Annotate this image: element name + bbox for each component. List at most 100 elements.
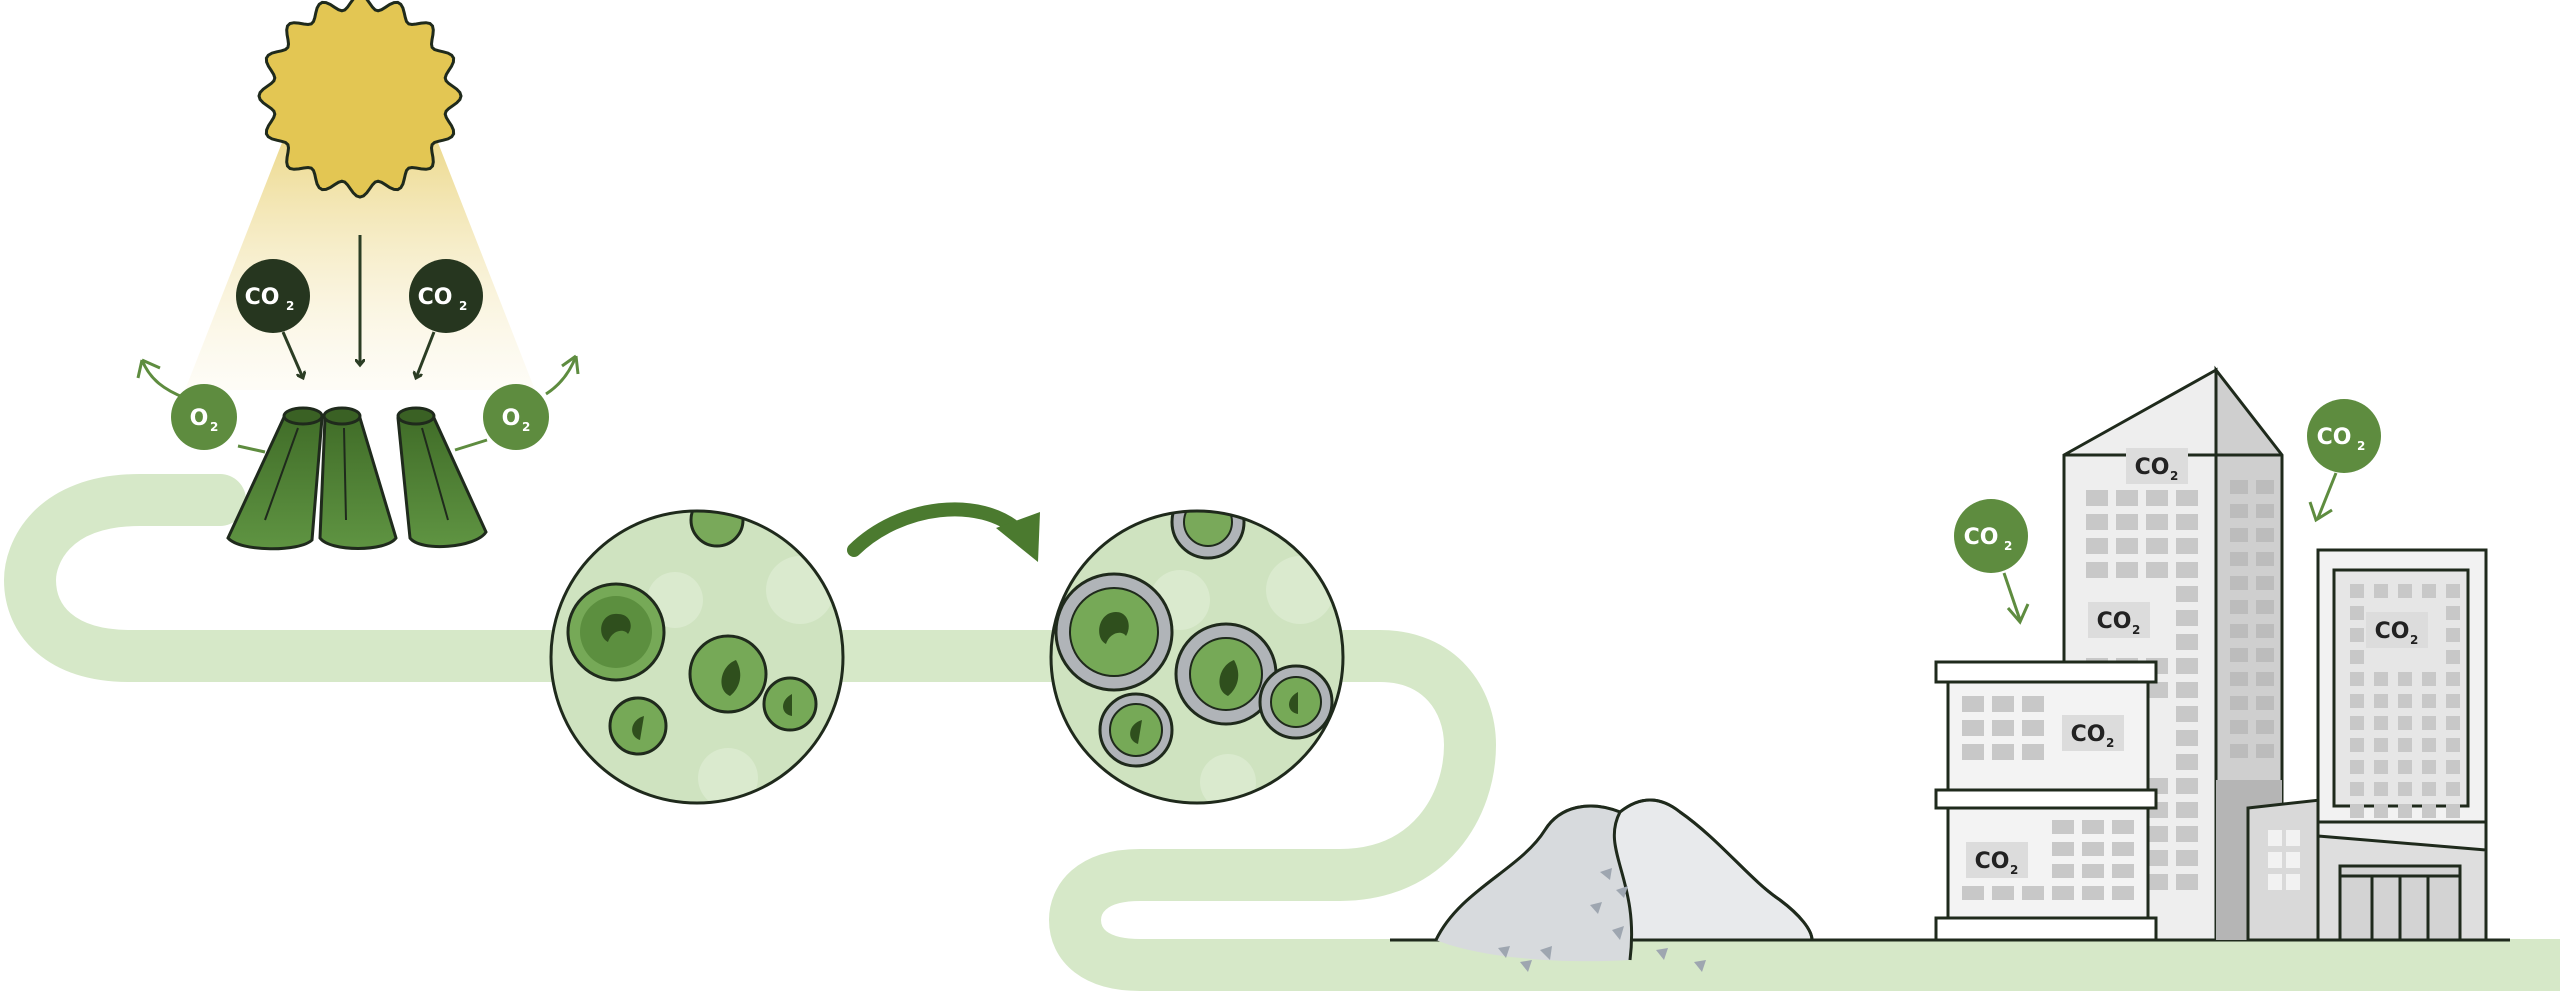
o2-bubble-right: O 2 [483,384,549,450]
window [2176,706,2198,722]
window [2256,528,2274,542]
window [2446,672,2460,686]
co2-bubble-left: CO 2 [236,259,310,333]
window [2256,624,2274,638]
co2-building-tag: CO 2 [2126,448,2188,484]
o2-subscript: 2 [210,420,218,434]
co2-arrow [281,331,303,378]
co2-label: CO [2375,619,2410,644]
window [2422,584,2436,598]
window [2398,716,2412,730]
co2-building-tag: CO 2 [2062,715,2124,751]
window [2374,760,2388,774]
window [2350,738,2364,752]
window [2176,754,2198,770]
window [2350,716,2364,730]
window [2176,730,2198,746]
window [2374,694,2388,708]
window [2116,490,2138,506]
winding-path [4,474,2560,991]
window [2176,802,2198,818]
window [2398,782,2412,796]
window [2230,696,2248,710]
window [2176,538,2198,554]
window [2112,842,2134,856]
window [2052,864,2074,878]
o2-label: O [502,406,521,431]
window [2116,562,2138,578]
window [2230,648,2248,662]
window [2116,538,2138,554]
window [2230,672,2248,686]
window [1962,744,1984,760]
window [2446,628,2460,642]
algae-cell-magnified-icon [549,509,845,805]
window [2446,760,2460,774]
building-icon [2246,798,2322,942]
co2-building-tag: CO 2 [2366,612,2428,648]
co2-subscript: 2 [2010,863,2018,877]
window [2176,850,2198,866]
window [2446,606,2460,620]
window [2176,874,2198,890]
window [2022,886,2044,900]
window [2374,716,2388,730]
window [2350,804,2364,818]
co2-bubble-building-right: CO 2 [2307,399,2381,473]
window [1992,886,2014,900]
window [2230,744,2248,758]
co2-subscript: 2 [2410,633,2418,647]
window [1962,886,1984,900]
window [2422,716,2436,730]
window [1992,696,2014,712]
window [2146,874,2168,890]
window [2230,480,2248,494]
co2-subscript: 2 [2357,439,2365,453]
window [2082,864,2104,878]
window [2052,820,2074,834]
window [2398,760,2412,774]
curved-arrow-icon [847,502,1040,562]
window [2176,490,2198,506]
window [2446,694,2460,708]
window [2082,820,2104,834]
window [2086,538,2108,554]
window [2176,586,2198,602]
window [2086,514,2108,530]
window [2112,886,2134,900]
window [2256,600,2274,614]
window [2176,514,2198,530]
co2-label: CO [2135,455,2170,480]
window [2446,804,2460,818]
window [2446,782,2460,796]
window [2176,562,2198,578]
window [2146,538,2168,554]
window [2176,634,2198,650]
o2-bubble-left: O 2 [171,384,237,450]
window [2086,490,2108,506]
window [2176,778,2198,794]
co2-label: CO [245,285,280,310]
co2-subscript: 2 [286,299,294,313]
window [2116,514,2138,530]
window [2230,720,2248,734]
window [2256,672,2274,686]
window [2398,694,2412,708]
window [2398,804,2412,818]
window [2256,648,2274,662]
window [2350,606,2364,620]
window [2082,842,2104,856]
window [2446,584,2460,598]
window [2146,850,2168,866]
window [2422,804,2436,818]
limestone-pile-icon [1433,798,1814,972]
window [2146,682,2168,698]
window [2230,504,2248,518]
o2-arrow [140,359,186,400]
window [2256,576,2274,590]
window [2230,624,2248,638]
window [2230,600,2248,614]
co2-subscript: 2 [2004,539,2012,553]
co2-building-tag: CO 2 [1966,842,2028,878]
window [2082,886,2104,900]
